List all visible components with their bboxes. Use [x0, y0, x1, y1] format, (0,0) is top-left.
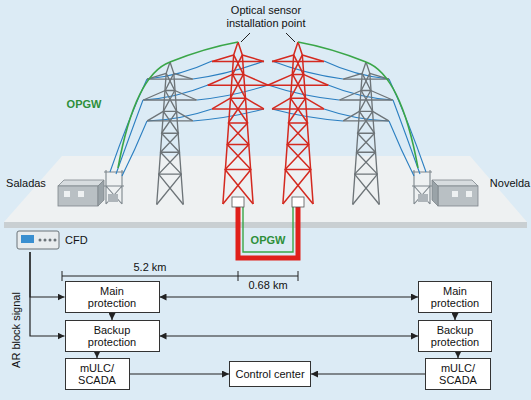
process-box: Control center	[229, 361, 311, 387]
arrow-connector	[30, 252, 65, 297]
signal-label: AR block signal	[10, 292, 23, 368]
process-box: mULC/ SCADA	[425, 358, 491, 390]
dimension-label: 0.68 km	[248, 279, 287, 292]
dimension-label: 5.2 km	[133, 261, 166, 274]
node-text: Main protection	[425, 285, 485, 309]
process-box: Backup protection	[418, 320, 492, 352]
cfd-device-icon	[16, 228, 60, 252]
device-led	[44, 239, 47, 242]
process-box: Backup protection	[65, 320, 160, 352]
device-led	[54, 239, 57, 242]
cable-label: OPGW	[67, 98, 102, 111]
node-text: Control center	[235, 368, 304, 380]
arrow-connector	[30, 252, 65, 336]
process-box: Main protection	[65, 281, 160, 313]
process-box: mULC/ SCADA	[65, 358, 130, 390]
arrow-connector	[111, 313, 112, 320]
cable-label: OPGW	[251, 234, 286, 247]
left-side	[58, 33, 268, 258]
arrow-connector	[160, 335, 419, 336]
node-text: Backup protection	[425, 324, 485, 348]
callout-label: Optical sensor installation point	[216, 4, 316, 30]
ground-edge	[4, 222, 527, 228]
node-text: CFD	[65, 234, 88, 246]
device-icon-box: CFD	[16, 228, 88, 252]
device-body	[17, 231, 59, 249]
node-text: mULC/ SCADA	[437, 362, 479, 386]
station-name: Novelda	[490, 177, 530, 190]
process-box: Main protection	[418, 281, 492, 313]
device-led	[49, 239, 52, 242]
node-text: mULC/ SCADA	[76, 362, 118, 386]
arrow-connector	[130, 373, 230, 374]
station-name: Saladas	[6, 177, 46, 190]
node-text: Main protection	[82, 285, 142, 309]
device-led	[39, 239, 42, 242]
device-screen	[21, 235, 34, 243]
arrow-connector	[454, 313, 455, 320]
arrow-connector	[311, 373, 425, 374]
node-text: Backup protection	[82, 324, 142, 348]
arrow-connector	[160, 296, 419, 297]
right-side	[268, 33, 478, 258]
